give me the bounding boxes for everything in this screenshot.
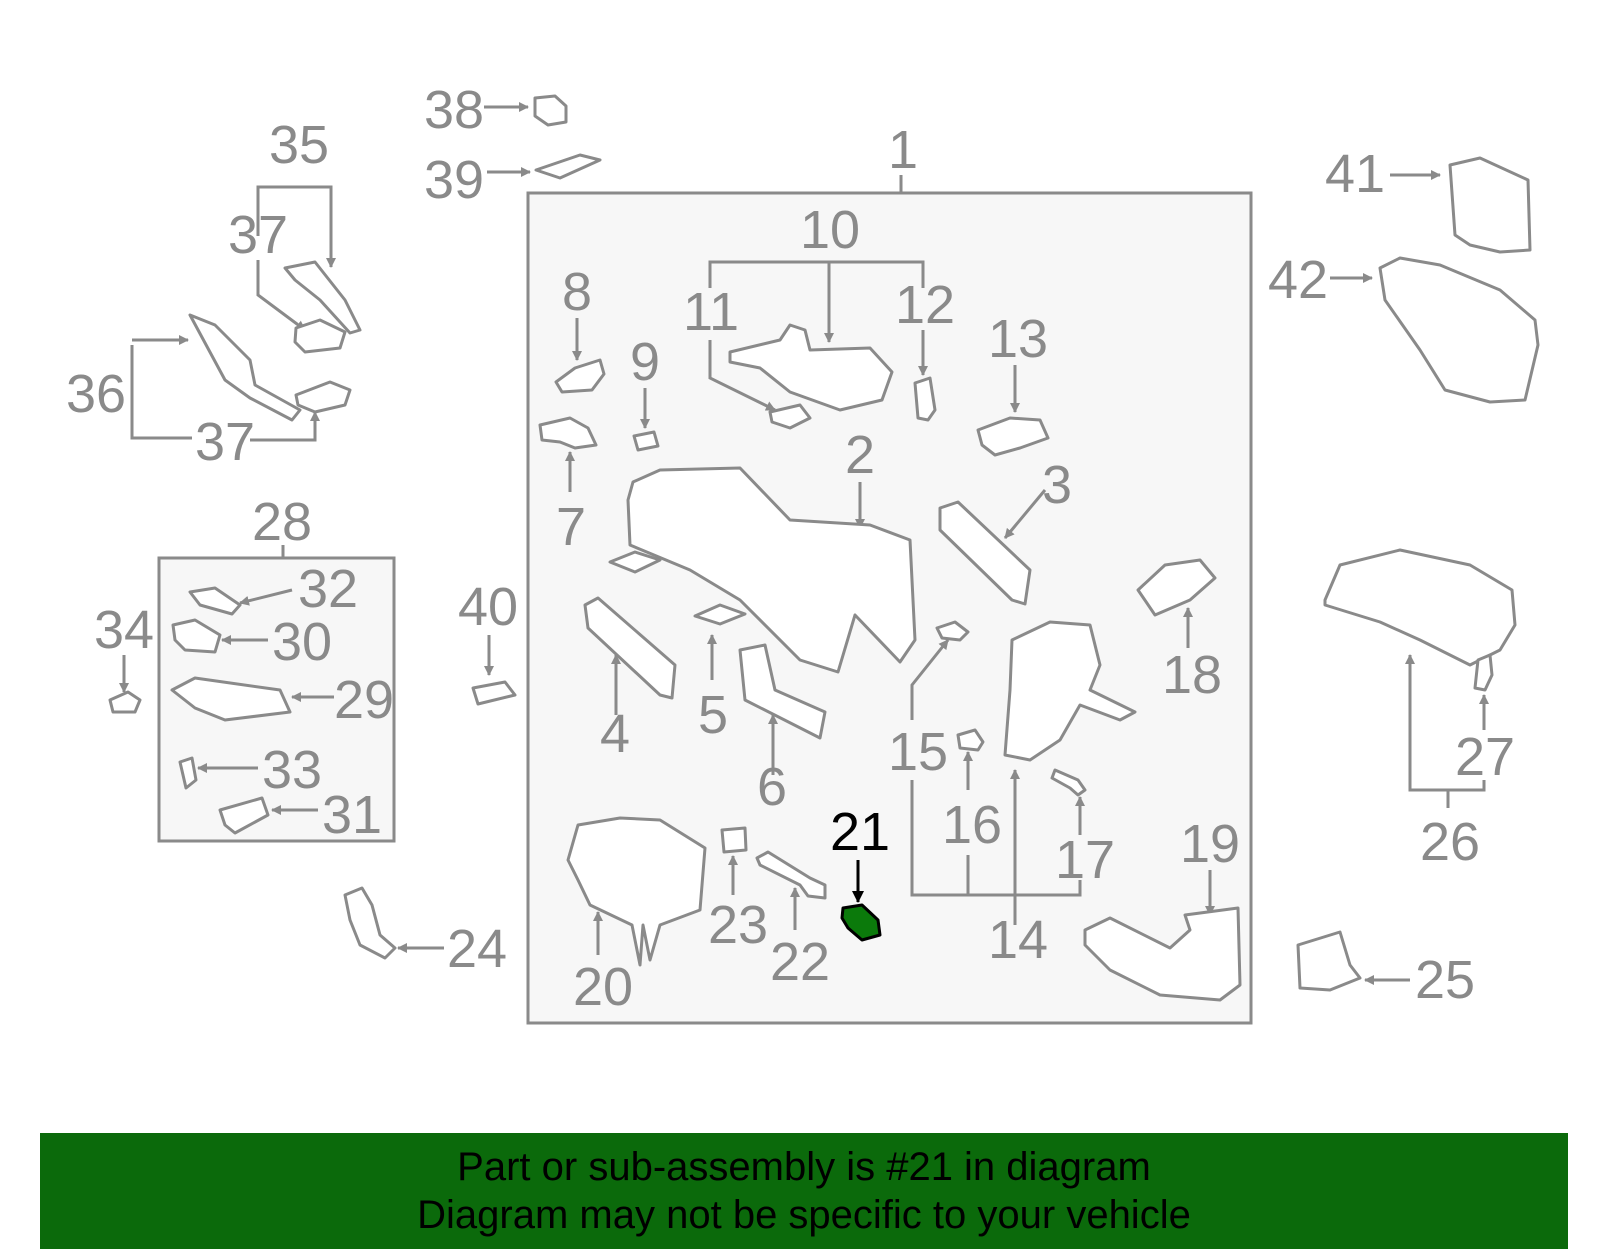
callout-10[interactable]: 10 bbox=[800, 200, 860, 260]
part-22-harness bbox=[755, 850, 827, 900]
callout-4[interactable]: 4 bbox=[600, 704, 630, 764]
part-20-box bbox=[566, 816, 707, 967]
footer-line-2: Diagram may not be specific to your vehi… bbox=[417, 1193, 1191, 1237]
callout-2[interactable]: 2 bbox=[845, 425, 875, 485]
callout-36[interactable]: 36 bbox=[66, 364, 126, 424]
callout-28[interactable]: 28 bbox=[252, 492, 312, 552]
leader-37-bottom bbox=[250, 411, 320, 442]
part-8-rod bbox=[554, 358, 606, 394]
footer-banner: Part or sub-assembly is #21 in diagram D… bbox=[40, 1133, 1568, 1249]
callout-15[interactable]: 15 bbox=[888, 722, 948, 782]
callout-13[interactable]: 13 bbox=[988, 309, 1048, 369]
leader-32 bbox=[239, 588, 293, 606]
part-24-bracket bbox=[343, 886, 397, 960]
callout-24[interactable]: 24 bbox=[447, 919, 507, 979]
part-35-bracket bbox=[283, 260, 362, 335]
part-26-cup-panel bbox=[1323, 548, 1517, 667]
callout-38[interactable]: 38 bbox=[424, 80, 484, 140]
leader-35 bbox=[256, 185, 336, 268]
part-29-bezel bbox=[170, 676, 292, 722]
part-31-cover bbox=[218, 796, 270, 835]
callout-3[interactable]: 3 bbox=[1042, 455, 1072, 515]
callout-8[interactable]: 8 bbox=[562, 262, 592, 322]
callout-30[interactable]: 30 bbox=[272, 612, 332, 672]
part-21-socket[interactable] bbox=[840, 903, 882, 942]
part-4-trim bbox=[583, 596, 677, 700]
leader-15 bbox=[910, 639, 950, 720]
callout-7[interactable]: 7 bbox=[556, 497, 586, 557]
part-36-panel bbox=[188, 313, 302, 422]
callout-14[interactable]: 14 bbox=[988, 910, 1048, 970]
part-25-bracket bbox=[1296, 930, 1362, 992]
callout-16[interactable]: 16 bbox=[942, 795, 1002, 855]
part-37-clip-top bbox=[293, 318, 347, 354]
part-2-console-body bbox=[626, 466, 917, 674]
callout-41[interactable]: 41 bbox=[1325, 144, 1385, 204]
callout-32[interactable]: 32 bbox=[298, 559, 358, 619]
callout-18[interactable]: 18 bbox=[1162, 645, 1222, 705]
leader-14-15-16-17-bar bbox=[910, 780, 1082, 897]
callout-39[interactable]: 39 bbox=[424, 150, 484, 210]
callout-22[interactable]: 22 bbox=[770, 932, 830, 992]
callout-1[interactable]: 1 bbox=[888, 120, 918, 180]
part-42-console-tray bbox=[1378, 256, 1540, 404]
callout-12[interactable]: 12 bbox=[895, 275, 955, 335]
part-12-latch bbox=[913, 376, 937, 422]
part-14-rear-panel bbox=[1003, 620, 1137, 762]
part-32-knob bbox=[188, 586, 242, 616]
callout-29[interactable]: 29 bbox=[334, 670, 394, 730]
part-30-switch bbox=[171, 618, 222, 654]
part-18-vent bbox=[1136, 558, 1217, 617]
part-3-trim bbox=[938, 500, 1032, 606]
part-9-pad bbox=[632, 430, 660, 452]
part-39-pad bbox=[534, 153, 602, 180]
callout-33[interactable]: 33 bbox=[262, 740, 322, 800]
part-6-strip bbox=[738, 643, 827, 740]
part-27-clip bbox=[1473, 653, 1494, 692]
footer-line-1: Part or sub-assembly is #21 in diagram bbox=[457, 1145, 1151, 1189]
callout-42[interactable]: 42 bbox=[1268, 250, 1328, 310]
part-38-clip bbox=[533, 94, 568, 127]
part-7-bracket bbox=[538, 416, 598, 450]
callout-6[interactable]: 6 bbox=[757, 757, 787, 817]
parts-diagram: 1 28 38 39 35 37 36 37 32 30 29 33 31 34… bbox=[66, 80, 1540, 1025]
callout-19[interactable]: 19 bbox=[1180, 814, 1240, 874]
callout-35[interactable]: 35 bbox=[269, 115, 329, 175]
part-17-screw bbox=[1050, 768, 1087, 797]
callout-31[interactable]: 31 bbox=[322, 785, 382, 845]
part-16-clip bbox=[956, 728, 985, 752]
part-10-armrest-lid bbox=[728, 323, 894, 412]
leader-37-top bbox=[256, 260, 306, 332]
part-11-hinge bbox=[768, 403, 812, 430]
callout-20[interactable]: 20 bbox=[573, 957, 633, 1017]
leader-3 bbox=[1003, 489, 1047, 539]
part-23-pad bbox=[720, 826, 748, 854]
part-34-cap bbox=[108, 690, 142, 714]
part-15-clip bbox=[935, 620, 970, 642]
callout-9[interactable]: 9 bbox=[630, 332, 660, 392]
part-40-pad bbox=[471, 680, 517, 706]
callout-5[interactable]: 5 bbox=[698, 685, 728, 745]
callout-25[interactable]: 25 bbox=[1415, 950, 1475, 1010]
callout-11[interactable]: 11 bbox=[683, 282, 739, 342]
callout-27[interactable]: 27 bbox=[1455, 727, 1515, 787]
part-13-bracket bbox=[976, 416, 1050, 457]
callout-40[interactable]: 40 bbox=[458, 577, 518, 637]
part-pad-a bbox=[608, 550, 662, 574]
part-37-clip-bottom bbox=[294, 380, 352, 414]
callout-26[interactable]: 26 bbox=[1420, 812, 1480, 872]
part-19-duct bbox=[1083, 906, 1242, 1002]
callout-23[interactable]: 23 bbox=[708, 895, 768, 955]
callout-17[interactable]: 17 bbox=[1055, 830, 1115, 890]
leader-11 bbox=[708, 340, 776, 412]
callout-37-bottom[interactable]: 37 bbox=[195, 412, 255, 472]
part-41-cup-holder bbox=[1448, 156, 1532, 254]
callout-34[interactable]: 34 bbox=[94, 600, 154, 660]
callout-21[interactable]: 21 bbox=[830, 802, 890, 862]
part-pad-b bbox=[693, 603, 747, 626]
leader-36 bbox=[130, 345, 192, 440]
leader-10-bar bbox=[708, 260, 925, 288]
callout-37-top[interactable]: 37 bbox=[228, 205, 288, 265]
part-33-clip bbox=[178, 756, 198, 790]
